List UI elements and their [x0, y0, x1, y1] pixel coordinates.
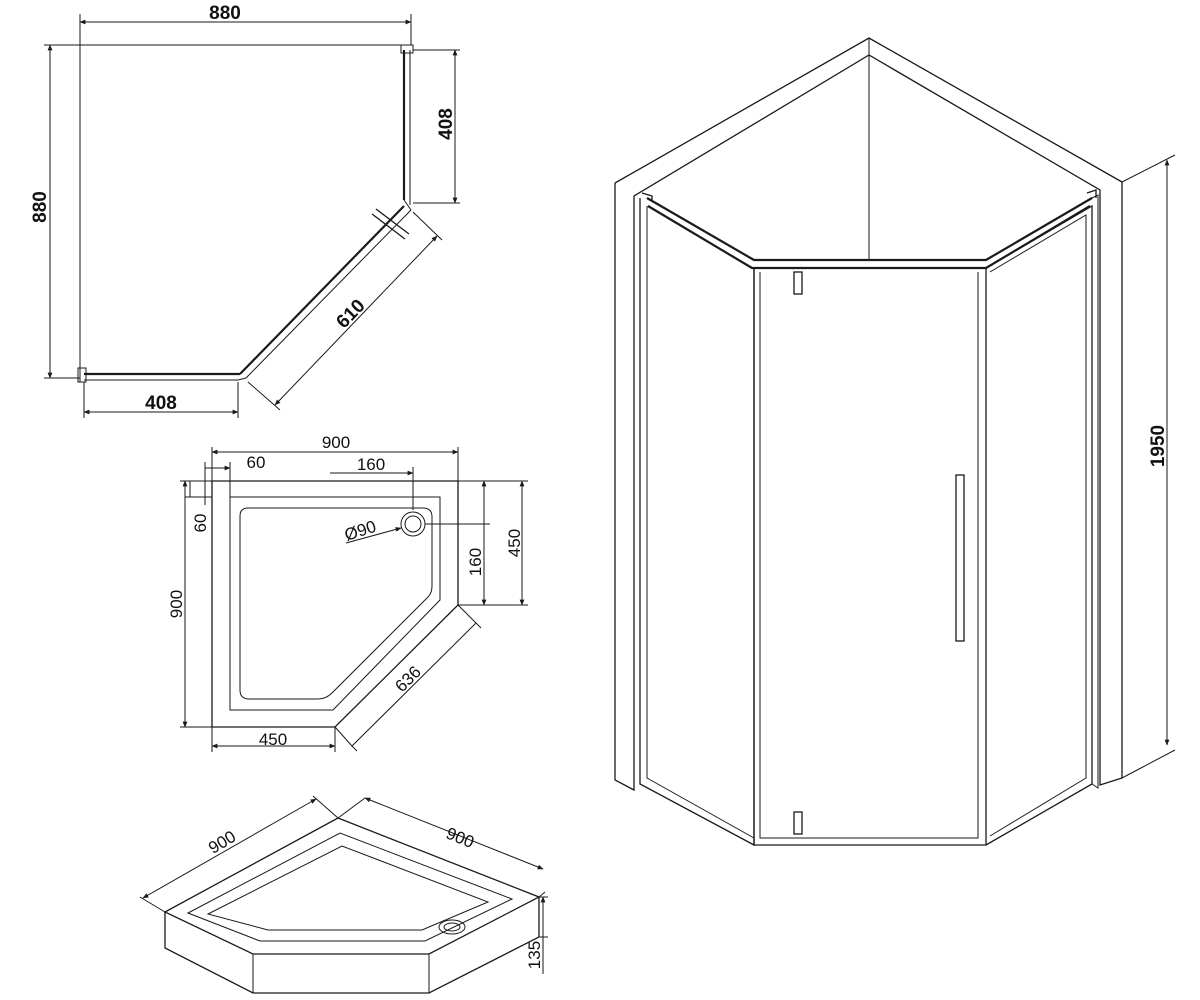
dim-iso-left: 900: [205, 827, 239, 858]
dim-tray-depth: 900: [167, 590, 186, 618]
dim-iso-right: 900: [443, 824, 476, 852]
dim-rim-x: 60: [247, 453, 266, 472]
top-view: 880 880 408 408 610: [30, 3, 460, 418]
dim-front-panel: 408: [145, 393, 177, 414]
dim-rim-y: 60: [191, 514, 210, 533]
dim-top-width: 880: [209, 3, 241, 24]
enclosure-isometric: 1950: [614, 37, 1176, 847]
dim-top-depth: 880: [30, 191, 51, 223]
tray-isometric: 900 900 135: [139, 795, 548, 994]
dim-side-panel: 408: [436, 108, 457, 140]
dim-door: 610: [332, 295, 369, 332]
dim-drain-y: 160: [466, 548, 485, 576]
dim-side-bottom: 450: [259, 730, 287, 749]
dim-diagonal: 636: [391, 662, 424, 695]
dim-tray-width: 900: [322, 433, 350, 452]
dim-enclosure-height: 1950: [1148, 425, 1169, 467]
dim-side-right: 450: [505, 529, 524, 557]
dim-drain-x: 160: [357, 455, 385, 474]
dim-iso-height: 135: [525, 941, 544, 969]
dim-drain-diameter: Ø90: [342, 517, 378, 545]
tray-plan: 900 60 160 60 900 Ø90 160 450 450 636: [167, 433, 528, 752]
